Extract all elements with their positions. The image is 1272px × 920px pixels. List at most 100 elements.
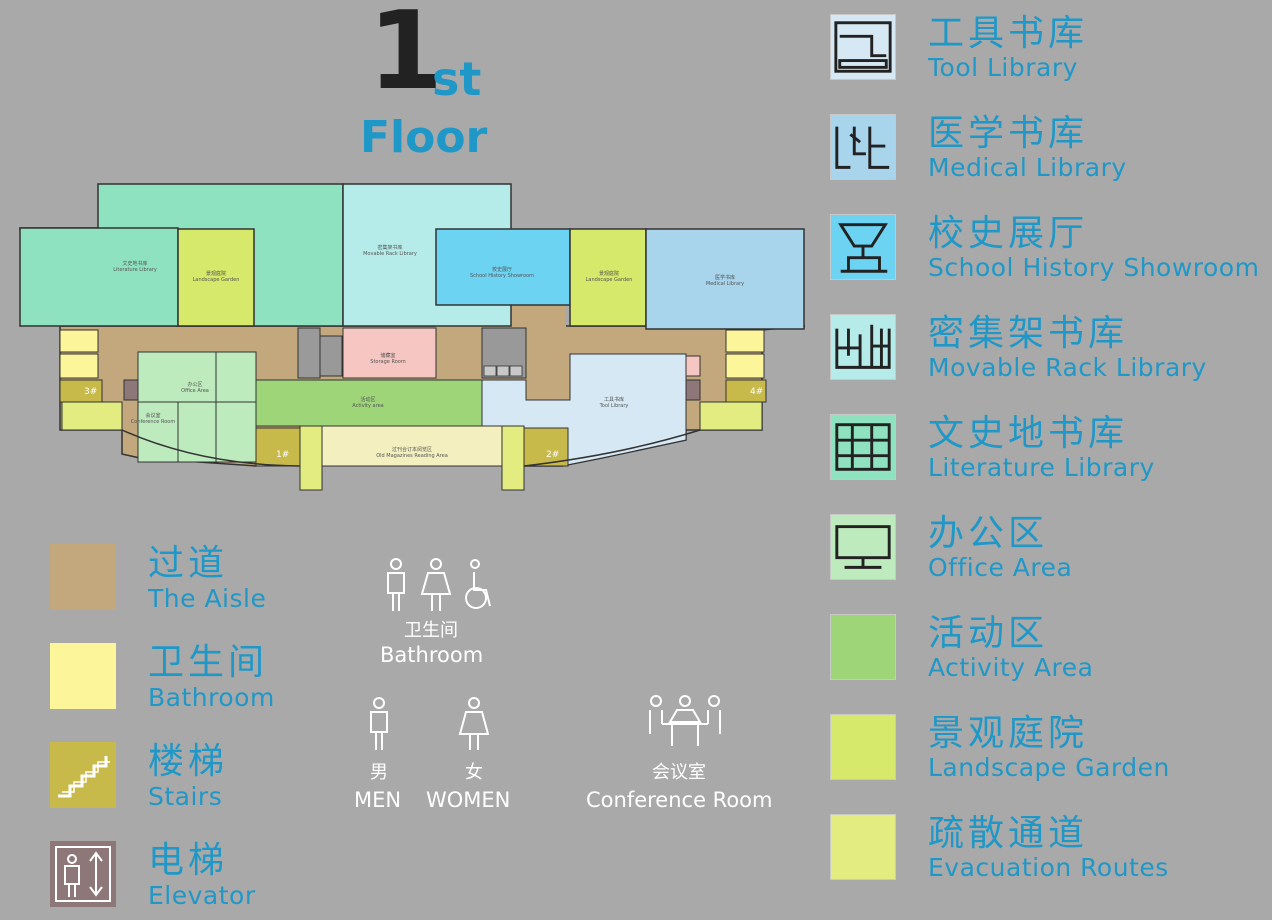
bathroom-left-1 — [59, 329, 99, 353]
floor-number: 1 — [368, 0, 444, 114]
elevator-small-right — [685, 355, 701, 377]
conference-icon — [649, 695, 721, 746]
legend-label-en: Stairs — [148, 782, 223, 811]
legend-label-en: Tool Library — [928, 53, 1078, 82]
label-stairs-1: 1# — [276, 450, 290, 460]
legend-label-en: School History Showroom — [928, 253, 1260, 282]
evac-route-2 — [501, 425, 525, 491]
legend-swatch — [830, 214, 896, 280]
elevator-left — [297, 327, 321, 379]
floor-plan — [19, 183, 806, 491]
legend-swatch — [830, 314, 896, 380]
legend-label-en: Literature Library — [928, 453, 1155, 482]
legend-swatch — [830, 414, 896, 480]
bathroom-en: Bathroom — [380, 643, 484, 667]
legend-label-en: The Aisle — [148, 584, 267, 613]
room-medical — [645, 228, 805, 330]
legend-swatch — [830, 114, 896, 180]
building-curve — [121, 429, 301, 467]
legend-label-cn: 文史地书库 — [928, 413, 1129, 454]
legend-label-cn: 电梯 — [148, 840, 229, 881]
label-stairs-4: 4# — [750, 387, 764, 397]
legend-swatch — [830, 614, 896, 680]
office-monitor-icon — [835, 525, 891, 569]
conference-en: Conference Room — [586, 788, 773, 812]
bathroom-left-2 — [59, 353, 99, 379]
elevator-small-left — [123, 379, 139, 401]
elevator-box — [483, 365, 497, 377]
legend-label-cn: 办公区 — [928, 513, 1049, 554]
room-office-sub — [215, 351, 257, 403]
history-showroom-icon — [838, 223, 888, 273]
floor-word: Floor — [360, 112, 488, 163]
elevator-icon — [55, 846, 111, 902]
legend-label-cn: 楼梯 — [148, 741, 229, 782]
legend-label-cn: 景观庭院 — [928, 713, 1089, 754]
evac-route-right — [699, 401, 763, 431]
bathroom-symbols-icon — [387, 558, 491, 611]
room-literature-wing — [19, 227, 179, 327]
evac-route-left — [61, 401, 123, 431]
medical-library-icon — [835, 126, 890, 169]
legend-label-en: Elevator — [148, 881, 256, 910]
legend-label-en: Landscape Garden — [928, 753, 1170, 782]
men-icon — [370, 697, 388, 750]
elevator-box — [509, 365, 523, 377]
movable-rack-icon — [835, 324, 891, 369]
room-storage — [342, 327, 437, 379]
men-cn: 男 — [370, 762, 388, 783]
legend-label-en: Activity Area — [928, 653, 1094, 682]
legend-swatch — [830, 714, 896, 780]
literature-library-icon — [835, 423, 891, 471]
evac-route-1 — [299, 425, 323, 491]
legend-swatch — [830, 14, 896, 80]
legend-swatch — [50, 544, 116, 610]
conference-cn: 会议室 — [652, 762, 706, 783]
women-cn: 女 — [465, 762, 483, 783]
legend-label-en: Movable Rack Library — [928, 353, 1207, 382]
room-landscape-left — [177, 228, 255, 327]
room-conference-row — [137, 401, 257, 463]
room-old-magazines — [321, 425, 503, 467]
bathroom-right-1 — [725, 329, 765, 353]
elevator-small-right-2 — [685, 379, 701, 401]
legend-label-cn: 疏散通道 — [928, 813, 1089, 854]
stairs-1 — [255, 427, 301, 467]
stairs-4 — [725, 379, 767, 403]
bathroom-right-2 — [725, 353, 765, 379]
legend-label-cn: 活动区 — [928, 613, 1049, 654]
legend-label-cn: 工具书库 — [928, 13, 1089, 54]
elevator-box — [496, 365, 510, 377]
legend-swatch — [50, 841, 116, 907]
label-stairs-2: 2# — [546, 450, 560, 460]
stairs-icon — [58, 756, 110, 798]
legend-label-cn: 卫生间 — [148, 642, 269, 683]
stairs-3 — [59, 379, 103, 403]
legend-swatch — [830, 514, 896, 580]
women-icon — [458, 697, 490, 750]
legend-label-cn: 密集架书库 — [928, 313, 1129, 354]
label-stairs-3: 3# — [84, 387, 98, 397]
floor-suffix: st — [432, 52, 482, 106]
legend-label-en: Evacuation Routes — [928, 853, 1169, 882]
stair-core-left — [319, 335, 343, 377]
legend-label-en: Office Area — [928, 553, 1073, 582]
stairs-2 — [523, 427, 569, 467]
men-en: MEN — [354, 788, 402, 812]
legend-swatch — [50, 643, 116, 709]
legend-label-cn: 校史展厅 — [928, 213, 1089, 254]
legend-label-cn: 过道 — [148, 543, 229, 584]
legend-swatch — [50, 742, 116, 808]
